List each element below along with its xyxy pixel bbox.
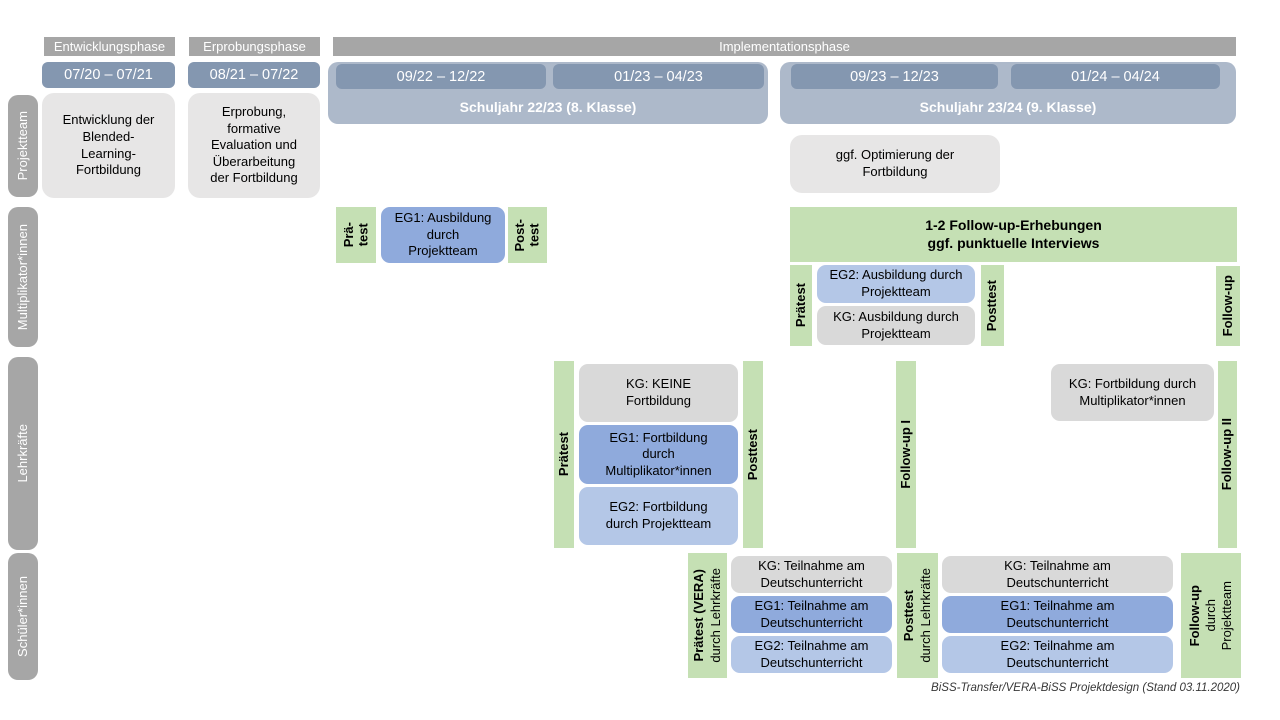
bar-followup1-lehrkraefte-text: Follow-up I — [897, 420, 913, 489]
bar-posttest-schueler: Posttest durch Lehrkräfte — [897, 553, 938, 678]
bar-posttest-multiplikator-text: Post- test — [512, 218, 542, 252]
box-eg2-teilnahme-2: EG2: Teilnahme am Deutschunterricht — [942, 636, 1173, 673]
row-label-schuelerinnen-text: Schüler*innen — [14, 576, 30, 657]
bar-followup2-lehrkraefte: Follow-up II — [1218, 361, 1237, 548]
date-range-01-23: 01/23 – 04/23 — [553, 64, 764, 89]
box-eg1-ausbildung-projektteam: EG1: Ausbildung durch Projektteam — [381, 207, 505, 263]
date-range-01-24: 01/24 – 04/24 — [1011, 64, 1220, 89]
bar-followup-schueler: Follow-up durch Projektteam — [1181, 553, 1241, 678]
box-eg2-ausbildung-projektteam: EG2: Ausbildung durch Projektteam — [817, 265, 975, 303]
date-range-08-21: 08/21 – 07/22 — [188, 62, 320, 88]
bar-praetest-multiplikator-2: Prätest — [790, 265, 812, 346]
box-optimierung-fortbildung: ggf. Optimierung der Fortbildung — [790, 135, 1000, 193]
bar-posttest-schueler-subtext: durch Lehrkräfte — [917, 568, 933, 663]
row-label-lehrkraefte-text: Lehrkräfte — [14, 424, 30, 483]
bar-followup-schueler-sub1: durch — [1202, 599, 1218, 632]
box-eg1-fortbildung-multiplikator: EG1: Fortbildung durch Multiplikator*inn… — [579, 425, 738, 484]
bar-praetest-vera-schueler: Prätest (VERA) durch Lehrkräfte — [688, 553, 727, 678]
bar-praetest-multiplikator-2-text: Prätest — [792, 283, 808, 328]
date-range-07-20: 07/20 – 07/21 — [42, 62, 175, 88]
box-eg1-teilnahme-1: EG1: Teilnahme am Deutschunterricht — [731, 596, 892, 633]
bar-posttest-multiplikator: Post- test — [508, 207, 547, 263]
bar-posttest-multiplikator-2-text: Posttest — [984, 279, 1000, 332]
bar-followup1-lehrkraefte: Follow-up I — [896, 361, 916, 548]
bar-followup-multiplikator-text: Follow-up — [1219, 275, 1235, 337]
bar-followup-schueler-sub2: Projektteam — [1219, 580, 1235, 651]
row-label-lehrkraefte: Lehrkräfte — [8, 357, 38, 550]
date-range-09-23: 09/23 – 12/23 — [791, 64, 998, 89]
bar-followup2-lehrkraefte-text: Follow-up II — [1219, 418, 1235, 491]
box-kg-teilnahme-1: KG: Teilnahme am Deutschunterricht — [731, 556, 892, 593]
bar-praetest-vera-text: Prätest (VERA) — [691, 569, 707, 662]
bar-posttest-multiplikator-2: Posttest — [981, 265, 1004, 346]
bar-praetest-lehrkraefte: Prätest — [554, 361, 574, 548]
phase-implementationsphase: Implementationsphase — [333, 37, 1236, 56]
box-kg-keine-fortbildung: KG: KEINE Fortbildung — [579, 364, 738, 422]
phase-entwicklungsphase: Entwicklungsphase — [44, 37, 175, 56]
bar-praetest-multiplikator: Prä- test — [336, 207, 376, 263]
box-entwicklung-fortbildung: Entwicklung der Blended- Learning- Fortb… — [42, 93, 175, 198]
box-kg-fortbildung-multiplikator: KG: Fortbildung durch Multiplikator*inne… — [1051, 364, 1214, 421]
row-label-multiplikatorinnen-text: Multiplikator*innen — [14, 223, 30, 331]
bar-followup-schueler-text: Follow-up — [1186, 584, 1202, 647]
bar-praetest-multiplikator-text: Prä- test — [340, 222, 370, 248]
bar-praetest-lehrkraefte-text: Prätest — [555, 432, 571, 477]
slide-caption: BiSS-Transfer/VERA-BiSS Projektdesign (S… — [931, 682, 1240, 694]
row-label-projektteam: Projektteam — [8, 95, 38, 197]
box-erprobung-evaluation: Erprobung, formative Evaluation und Über… — [188, 93, 320, 198]
phase-erprobungsphase: Erprobungsphase — [189, 37, 320, 56]
row-label-multiplikatorinnen: Multiplikator*innen — [8, 207, 38, 347]
date-range-09-22: 09/22 – 12/22 — [336, 64, 546, 89]
bar-posttest-lehrkraefte: Posttest — [743, 361, 763, 548]
box-eg1-teilnahme-2: EG1: Teilnahme am Deutschunterricht — [942, 596, 1173, 633]
bar-posttest-lehrkraefte-text: Posttest — [744, 428, 760, 481]
row-label-schuelerinnen: Schüler*innen — [8, 553, 38, 680]
bar-praetest-vera-subtext: durch Lehrkräfte — [707, 568, 723, 663]
row-label-projektteam-text: Projektteam — [14, 111, 30, 181]
box-eg2-fortbildung-projektteam: EG2: Fortbildung durch Projektteam — [579, 487, 738, 545]
box-eg2-teilnahme-1: EG2: Teilnahme am Deutschunterricht — [731, 636, 892, 673]
box-followup-erhebungen: 1-2 Follow-up-Erhebungen ggf. punktuelle… — [790, 207, 1237, 262]
box-kg-ausbildung-projektteam: KG: Ausbildung durch Projektteam — [817, 306, 975, 345]
box-kg-teilnahme-2: KG: Teilnahme am Deutschunterricht — [942, 556, 1173, 593]
bar-posttest-schueler-text: Posttest — [901, 589, 917, 642]
bar-followup-multiplikator: Follow-up — [1216, 266, 1240, 346]
